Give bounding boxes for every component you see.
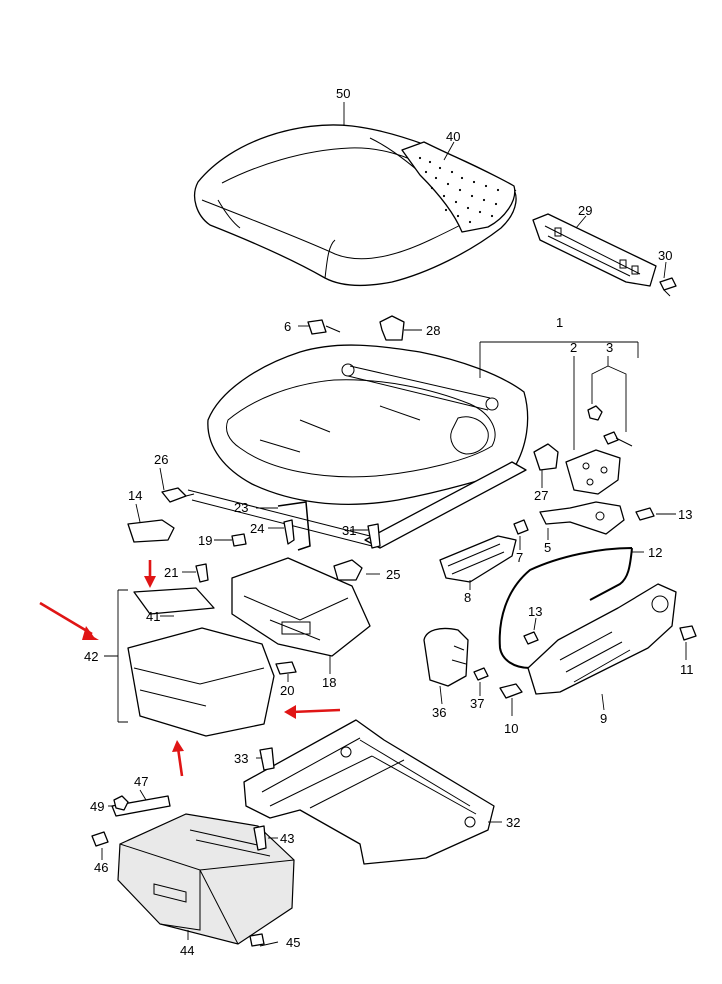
lower-frame-part-32 xyxy=(243,719,495,865)
clip-part-20 xyxy=(275,661,297,675)
callout-1: 1 xyxy=(556,315,563,330)
callout-49: 49 xyxy=(90,799,104,814)
callout-46: 46 xyxy=(94,860,108,875)
callout-26: 26 xyxy=(154,452,168,467)
bracket-part-23 xyxy=(277,501,311,551)
callout-29: 29 xyxy=(578,203,592,218)
red-arrow-left xyxy=(39,601,93,636)
screw-part-13-upper xyxy=(635,507,655,521)
leader-lines xyxy=(101,102,687,947)
callout-10: 10 xyxy=(504,721,518,736)
seat-frame-part-1 xyxy=(187,344,529,549)
clip-part-26 xyxy=(161,487,195,503)
callout-25: 25 xyxy=(386,567,400,582)
housing-part-18 xyxy=(231,557,371,657)
callout-6: 6 xyxy=(284,319,291,334)
screw-part-24 xyxy=(283,519,295,545)
bracket-part-47 xyxy=(111,795,171,817)
callout-43: 43 xyxy=(280,831,294,846)
callout-labels: 50 40 29 30 6 28 1 2 3 26 27 14 23 13 24… xyxy=(84,86,694,958)
callout-44: 44 xyxy=(180,943,194,958)
bracket-part-27 xyxy=(533,443,559,471)
nut-part-3a xyxy=(587,405,603,421)
callout-7: 7 xyxy=(516,550,523,565)
callout-50: 50 xyxy=(336,86,350,101)
plug-part-19 xyxy=(231,533,247,547)
plug-part-46 xyxy=(91,831,109,847)
red-arrow-bottom xyxy=(176,747,184,777)
screw-part-33 xyxy=(259,747,275,771)
callout-32: 32 xyxy=(506,815,520,830)
side-trim-part-9 xyxy=(527,583,677,695)
cover-part-36 xyxy=(423,627,469,687)
callout-13-lower: 13 xyxy=(528,604,542,619)
clip-part-10 xyxy=(499,683,523,699)
highlight-arrows xyxy=(39,560,341,777)
callout-14: 14 xyxy=(128,488,142,503)
clip-part-37 xyxy=(473,667,489,681)
mat-part-41 xyxy=(133,587,215,615)
callout-24: 24 xyxy=(250,521,264,536)
cushion-pad-part-40 xyxy=(401,141,516,233)
bolt-part-3b xyxy=(603,431,633,447)
pin-part-6 xyxy=(307,319,341,335)
drawer-part-42 xyxy=(127,627,275,737)
bracket-part-29 xyxy=(532,213,657,287)
callout-9: 9 xyxy=(600,711,607,726)
callout-33: 33 xyxy=(234,751,248,766)
callout-41: 41 xyxy=(146,609,160,624)
cover-part-8 xyxy=(439,535,517,583)
callout-30: 30 xyxy=(658,248,672,263)
callout-19: 19 xyxy=(198,533,212,548)
callout-31: 31 xyxy=(342,523,356,538)
clip-part-11 xyxy=(679,625,697,641)
clip-part-25 xyxy=(333,559,363,581)
clip-part-45 xyxy=(249,933,265,947)
callout-42: 42 xyxy=(84,649,98,664)
clip-part-7 xyxy=(513,519,529,535)
callout-47: 47 xyxy=(134,774,148,789)
screw-part-21 xyxy=(195,563,209,583)
callout-20: 20 xyxy=(280,683,294,698)
clip-part-28 xyxy=(379,315,405,341)
screw-part-43 xyxy=(253,825,267,851)
red-arrow-right xyxy=(291,708,341,714)
screw-part-13-lower xyxy=(523,631,539,645)
callout-2: 2 xyxy=(570,340,577,355)
callout-27: 27 xyxy=(534,488,548,503)
callout-11: 11 xyxy=(680,662,694,677)
bracket-part-5 xyxy=(539,501,625,535)
callout-28: 28 xyxy=(426,323,440,338)
callout-3: 3 xyxy=(606,340,613,355)
callout-45: 45 xyxy=(286,935,300,950)
nut-part-49 xyxy=(113,795,129,811)
callout-18: 18 xyxy=(322,675,336,690)
callout-37: 37 xyxy=(470,696,484,711)
handle-part-14 xyxy=(127,519,175,543)
callout-21: 21 xyxy=(164,565,178,580)
screw-part-31 xyxy=(367,523,381,549)
callout-13-upper: 13 xyxy=(678,507,692,522)
callout-40: 40 xyxy=(446,129,460,144)
callout-12: 12 xyxy=(648,545,662,560)
storage-box-part-44 xyxy=(117,813,295,945)
callout-5: 5 xyxy=(544,540,551,555)
callout-23: 23 xyxy=(234,500,248,515)
callout-8: 8 xyxy=(464,590,471,605)
screw-part-30 xyxy=(659,277,677,297)
bracket-part-2 xyxy=(565,449,621,495)
wire-part-12 xyxy=(498,547,633,669)
callout-36: 36 xyxy=(432,705,446,720)
